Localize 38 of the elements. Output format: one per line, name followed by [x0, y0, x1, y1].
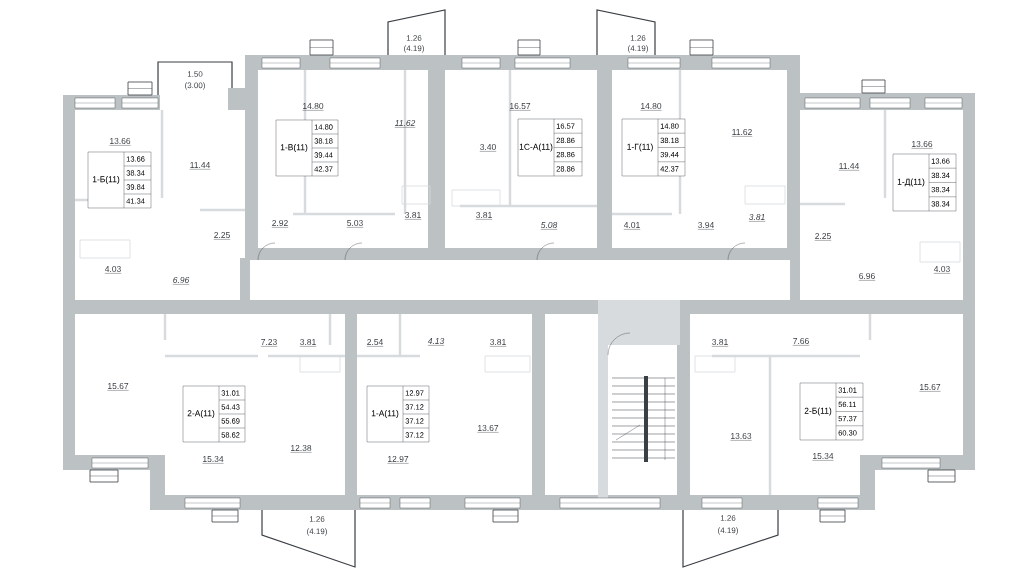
room-area-label: 7.66: [792, 338, 810, 346]
room-area-label: 13.63: [730, 433, 752, 441]
room-area-label: 2.25: [213, 232, 231, 240]
room-area-label: 11.44: [838, 163, 860, 171]
room-area-label: 13.67: [477, 425, 499, 433]
room-area-label: 5.08: [540, 222, 558, 230]
room-area-label: 2.25: [814, 233, 832, 241]
room-area-label: 3.94: [697, 222, 715, 230]
room-area-label: 11.62: [731, 129, 753, 137]
room-area-label: 11.44: [189, 162, 211, 170]
room-area-label: 4.03: [104, 266, 122, 274]
room-area-label: 3.81: [404, 212, 422, 220]
room-area-label: 14.80: [640, 103, 662, 111]
room-area-label: 3.40: [479, 144, 497, 152]
room-area-label: 14.80: [302, 103, 324, 111]
room-area-label: 5.03: [346, 220, 364, 228]
room-area-label: 15.34: [202, 456, 224, 464]
room-area-label: 15.67: [107, 383, 129, 391]
room-area-label: 3.81: [299, 339, 317, 347]
room-area-label: 4.13: [427, 338, 445, 346]
room-area-label: 11.62: [394, 120, 416, 128]
room-area-label: 15.67: [919, 384, 941, 392]
room-area-label: 3.81: [711, 339, 729, 347]
room-area-label: 4.03: [933, 266, 951, 274]
room-area-label: 6.96: [172, 277, 190, 285]
room-area-label: 3.81: [489, 339, 507, 347]
room-area-label: 7.23: [260, 339, 278, 347]
room-area-label: 16.57: [509, 103, 531, 111]
room-area-label: 13.66: [109, 138, 131, 146]
room-area-label: 4.01: [623, 222, 641, 230]
room-area-label: 2.54: [366, 339, 384, 347]
room-area-label: 2.92: [271, 220, 289, 228]
room-area-label: 12.97: [387, 456, 409, 464]
room-area-label: 15.34: [812, 453, 834, 461]
room-area-label: 12.38: [290, 445, 312, 453]
room-area-label: 6.96: [858, 273, 876, 281]
room-area-label: 3.81: [748, 214, 766, 222]
room-area-label: 3.81: [475, 212, 493, 220]
